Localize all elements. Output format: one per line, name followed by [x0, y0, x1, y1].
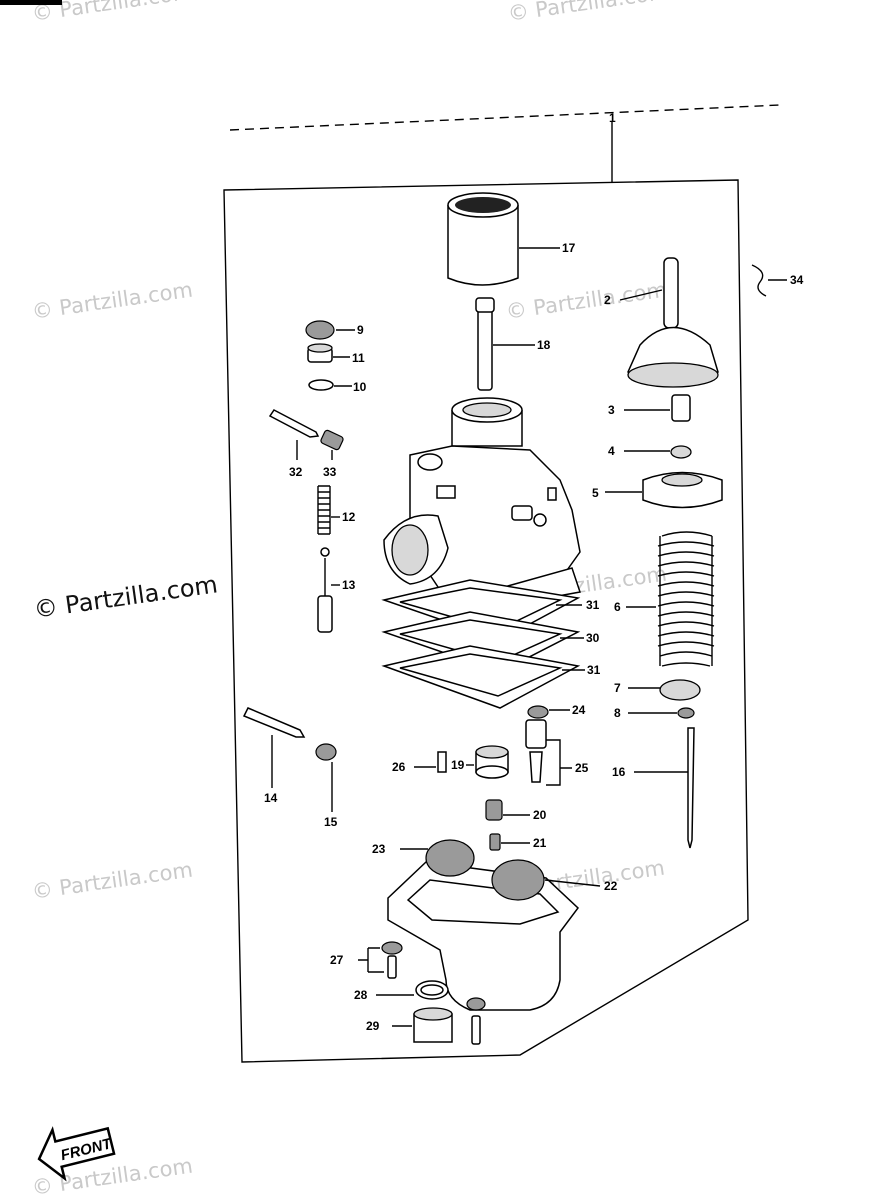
callout-31-upper: 31	[586, 598, 600, 612]
part-8-clip	[628, 707, 695, 719]
part-34-clip	[751, 264, 767, 297]
callout-6: 6	[614, 600, 621, 614]
carburetor-body	[383, 397, 581, 613]
callout-30: 30	[586, 631, 600, 645]
part-9-cap	[305, 320, 355, 340]
callout-14: 14	[264, 791, 278, 805]
callout-22: 22	[604, 879, 618, 893]
callout-20: 20	[533, 808, 547, 822]
callout-3: 3	[608, 403, 615, 417]
callout-18: 18	[537, 338, 551, 352]
callout-17: 17	[562, 241, 576, 255]
part-21-slow-jet	[489, 833, 530, 851]
callout-16: 16	[612, 765, 626, 779]
part-20-main-jet	[485, 799, 530, 821]
part-7-spring-seat	[628, 679, 701, 701]
part-14-screw	[242, 707, 306, 788]
part-15-nut	[315, 743, 337, 812]
callout-12: 12	[342, 510, 356, 524]
float-bowl	[387, 839, 601, 1011]
part-2-cap	[619, 257, 719, 388]
callout-34: 34	[790, 273, 804, 287]
callout-29: 29	[366, 1019, 380, 1033]
part-12-spring	[317, 485, 340, 535]
callout-2: 2	[604, 293, 611, 307]
part-25-float-valve	[525, 719, 572, 786]
part-11-fitting	[307, 343, 350, 363]
callout-19: 19	[451, 758, 465, 772]
callout-7: 7	[614, 681, 621, 695]
assembly-frame	[223, 179, 749, 1063]
callout-15: 15	[324, 815, 338, 829]
part-17-throttle-valve	[447, 192, 560, 286]
callout-23: 23	[372, 842, 386, 856]
callout-28: 28	[354, 988, 368, 1002]
callout-9: 9	[357, 323, 364, 337]
callout-33: 33	[323, 465, 337, 479]
gaskets	[381, 579, 585, 709]
small-screw	[466, 997, 486, 1045]
part-33-spring	[320, 429, 344, 460]
callout-4: 4	[608, 444, 615, 458]
part-18-needle-jet	[475, 297, 535, 391]
part-16-jet-needle	[634, 727, 695, 849]
part-32-screw	[268, 409, 320, 460]
part-4-nut	[624, 445, 692, 459]
assembly-dashed-line	[229, 104, 781, 131]
part-28-o-ring	[376, 980, 449, 1000]
corner-bar	[0, 0, 62, 5]
callout-13: 13	[342, 578, 356, 592]
part-24-valve-seat	[527, 705, 570, 719]
callout-27: 27	[330, 953, 344, 967]
callout-5: 5	[592, 486, 599, 500]
callout-26: 26	[392, 760, 406, 774]
front-arrow-icon: FRONT	[37, 1126, 116, 1182]
part-13-plunger	[317, 547, 340, 633]
part-27-screws	[358, 941, 403, 979]
callout-1: 1	[609, 111, 616, 125]
part-19-seal	[466, 745, 509, 779]
callout-24: 24	[572, 703, 586, 717]
part-5-top-nut	[605, 471, 723, 509]
callout-31-lower: 31	[587, 663, 601, 677]
callout-8: 8	[614, 706, 621, 720]
part-3-adjuster	[624, 394, 691, 422]
part-6-spring	[626, 531, 715, 667]
callout-32: 32	[289, 465, 303, 479]
callout-11: 11	[352, 351, 365, 365]
part-10-o-ring	[308, 379, 352, 391]
part-26-screw	[414, 751, 447, 773]
callout-21: 21	[533, 836, 547, 850]
callout-10: 10	[353, 380, 367, 394]
callout-25: 25	[575, 761, 589, 775]
part-29-drain-plug	[392, 1007, 453, 1043]
